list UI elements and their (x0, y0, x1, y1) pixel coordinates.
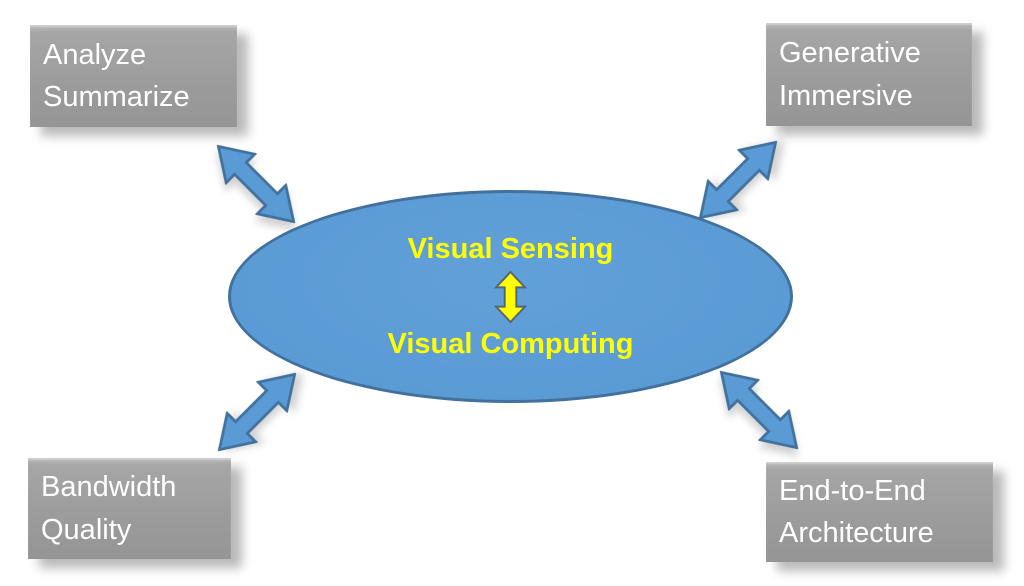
box-line: Quality (41, 513, 132, 546)
box-line: Generative (779, 37, 921, 70)
box-line: Analyze (43, 38, 147, 71)
double-arrow-icon-top-right (684, 126, 793, 235)
box-line: End-to-End (779, 474, 926, 507)
corner-box-analyze-summarize: Analyze Summarize (30, 25, 237, 127)
double-arrow-icon-bottom-left (203, 358, 312, 467)
center-title-visual-computing: Visual Computing (387, 327, 634, 360)
corner-box-generative-immersive: Generative Immersive (766, 23, 972, 126)
box-line: Summarize (43, 81, 190, 113)
up-down-arrow-icon (494, 270, 527, 324)
corner-box-end-to-end-architecture: End-to-End Architecture (766, 462, 993, 562)
box-line: Bandwidth (41, 471, 177, 504)
box-line: Architecture (779, 517, 934, 549)
center-ellipse-node: Visual Sensing Visual Computing (228, 190, 793, 403)
center-title-visual-sensing: Visual Sensing (407, 233, 614, 266)
box-line: Immersive (779, 79, 913, 112)
double-arrow-icon-bottom-right (705, 356, 814, 465)
corner-box-bandwidth-quality: Bandwidth Quality (28, 458, 231, 559)
double-arrow-icon-top-left (202, 130, 311, 239)
